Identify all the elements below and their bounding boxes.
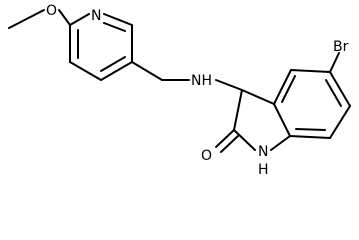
- bond-c3a-c4-inner: [281, 75, 296, 103]
- bond-c3-c3a: [241, 89, 275, 105]
- background: [0, 0, 359, 205]
- bond-c3-c2: [233, 89, 243, 131]
- bond-c6-c7: [329, 105, 351, 139]
- atom-h-indole: H: [258, 162, 269, 178]
- bond-c2-o-double: [220, 135, 239, 153]
- atom-n-pyridine: N: [91, 8, 101, 24]
- bond-c4-c5: [290, 69, 331, 73]
- bond-c3-ch2: [131, 61, 163, 81]
- bond-methyl-o: [8, 9, 45, 29]
- bond-c2-n1: [233, 129, 256, 151]
- bond-c7-c7a: [289, 135, 331, 139]
- bond-c7-c7a-inner: [295, 128, 326, 131]
- bonds: [8, 9, 351, 153]
- bond-c6-n1: [69, 13, 90, 26]
- bond-o-c6: [58, 9, 71, 26]
- bond-c3-c4: [100, 61, 133, 81]
- bond-n1-c7a: [270, 135, 291, 151]
- atom-nh-amine: NH: [191, 73, 212, 89]
- atom-n-indole: N: [258, 144, 268, 160]
- bond-c3a-c4: [273, 69, 292, 105]
- bond-c2-o: [215, 129, 235, 148]
- bond-c3a-c7a: [273, 103, 291, 137]
- bond-n1-c2: [103, 13, 133, 26]
- bond-nh-c3indoline: [215, 79, 243, 91]
- atom-o-methoxy: O: [46, 3, 57, 19]
- bond-n1-c2-inner: [103, 22, 126, 32]
- atom-o-carbonyl: O: [201, 148, 212, 164]
- bond-c5-br: [329, 52, 340, 73]
- bond-c4-c5: [69, 61, 102, 81]
- chemical-structure-diagram: O N NH Br O N H: [0, 0, 359, 205]
- bond-c3-c4-inner: [100, 56, 126, 72]
- atom-br: Br: [333, 39, 349, 55]
- bond-c5-c6-inner: [325, 79, 342, 107]
- bond-c5-c6: [329, 71, 351, 107]
